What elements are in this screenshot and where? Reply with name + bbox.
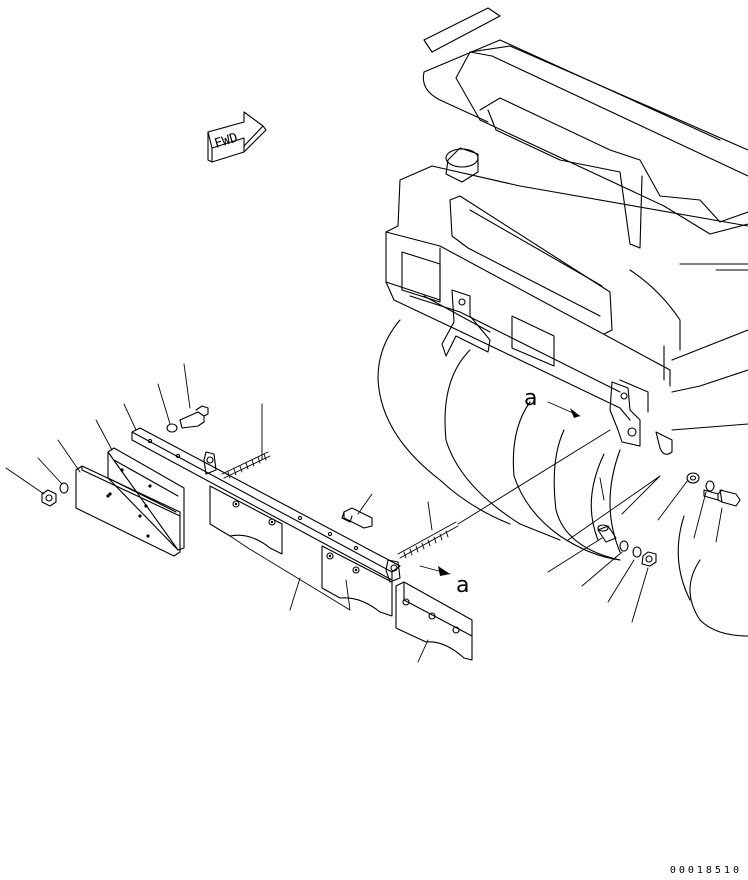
washer-3-icon — [632, 546, 642, 558]
roller-drum — [377, 319, 748, 637]
washer-1-icon — [686, 472, 700, 484]
center-bolt-icon — [341, 507, 373, 529]
bar-bracket-left — [203, 451, 217, 475]
bolt-left-icon — [179, 405, 209, 429]
washer-bolt-icon — [166, 423, 178, 433]
leader-lines — [5, 363, 723, 663]
bar-bracket-right — [385, 559, 401, 583]
rubber-flap-center-right — [321, 545, 393, 617]
view-arrow-upper: a — [524, 386, 581, 418]
machine-seat — [422, 7, 748, 271]
frame-bracket-right — [609, 381, 673, 455]
frame-bracket-left — [441, 289, 491, 357]
rubber-flap-center-left — [209, 485, 283, 555]
nut-right-icon — [641, 551, 657, 567]
rubber-flap-left-front — [75, 465, 181, 557]
view-label-upper: a — [524, 386, 537, 411]
fwd-arrow-label: FWD — [213, 131, 240, 152]
spacer-collar-icon — [597, 524, 617, 543]
rubber-flap-left — [107, 447, 185, 551]
mounting-bar — [131, 427, 401, 581]
figure-number: 00018510 — [669, 865, 742, 876]
lock-washer-icon — [705, 480, 715, 492]
machine-body — [385, 147, 748, 431]
bolt-right-icon — [703, 489, 741, 507]
nut-left-icon — [41, 489, 57, 507]
rubber-flap-right — [395, 581, 473, 661]
fwd-arrow-icon: FWD — [207, 111, 267, 163]
threaded-rod-upper-icon — [221, 451, 271, 479]
threaded-rod-lower-icon — [397, 429, 611, 559]
view-arrow-lower: a — [419, 565, 469, 598]
view-label-lower: a — [456, 573, 469, 598]
washer-2-icon — [619, 540, 629, 552]
washer-left-icon — [59, 482, 69, 494]
